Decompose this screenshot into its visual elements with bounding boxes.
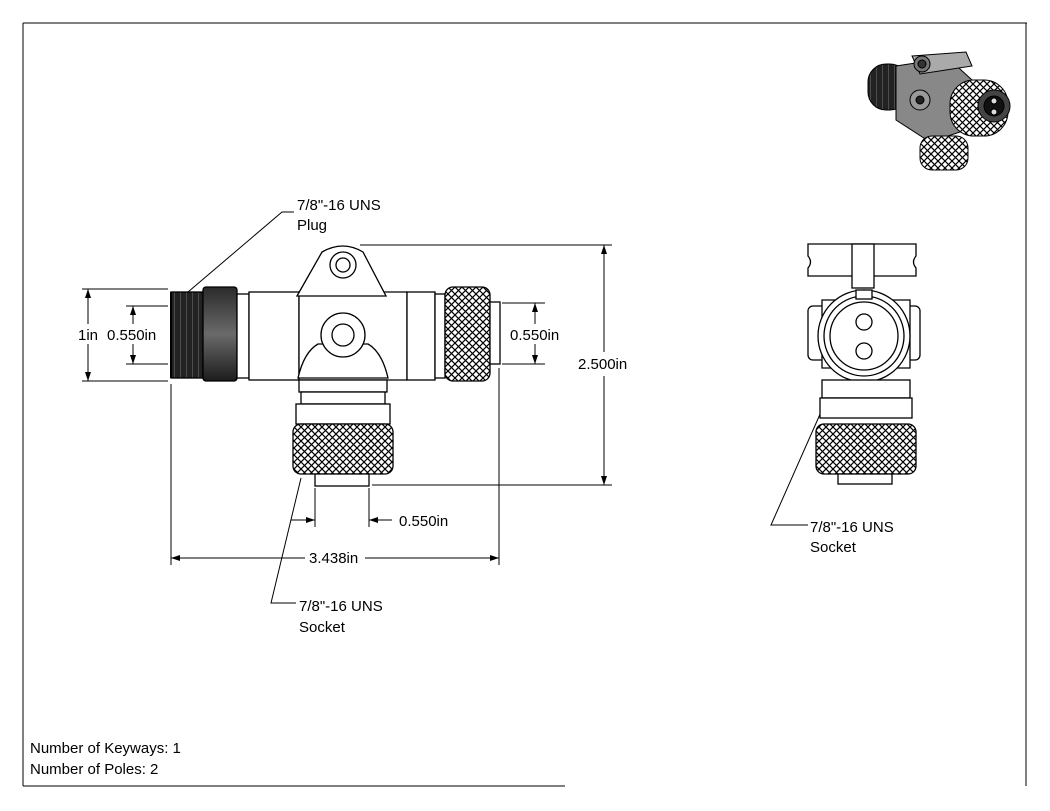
front-view <box>170 245 501 487</box>
dim-plug-outer: 1in <box>78 327 98 344</box>
callout-plug-line1: 7/8"-16 UNS <box>297 197 381 214</box>
callout-socket-side-line2: Socket <box>810 539 857 556</box>
dim-right-socket: 0.550in <box>510 327 559 344</box>
right-socket-nut <box>444 286 491 382</box>
dim-overall-width: 3.438in <box>309 550 358 567</box>
contact-pin-bottom <box>855 342 873 360</box>
note-poles: Number of Poles: 2 <box>30 761 159 778</box>
leader-lines <box>187 211 822 604</box>
side-socket-nut <box>815 423 917 475</box>
mounting-hole-inner <box>335 257 351 273</box>
iso-view <box>867 51 1011 171</box>
dim-bottom-socket: 0.550in <box>399 513 448 530</box>
left-neck <box>236 293 250 379</box>
plug-coupling-nut <box>202 286 238 382</box>
note-keyways: Number of Keyways: 1 <box>30 740 181 757</box>
callout-plug-line2: Plug <box>297 217 327 234</box>
callout-socket-bottom-line1: 7/8"-16 UNS <box>299 598 383 615</box>
sheet-border <box>22 22 1027 787</box>
dim-overall-height: 2.500in <box>578 356 627 373</box>
plug-thread <box>170 291 204 379</box>
socket-face-inner <box>829 301 899 371</box>
callout-socket-side-line1: 7/8"-16 UNS <box>810 519 894 536</box>
side-view <box>807 243 921 485</box>
callout-socket-bottom-line2: Socket <box>299 619 346 636</box>
center-boss-inner <box>331 323 355 347</box>
dimension-arrows <box>85 245 607 561</box>
bottom-socket-nut <box>292 423 394 475</box>
contact-pin-top <box>855 313 873 331</box>
dim-plug-inner: 0.550in <box>107 327 156 344</box>
